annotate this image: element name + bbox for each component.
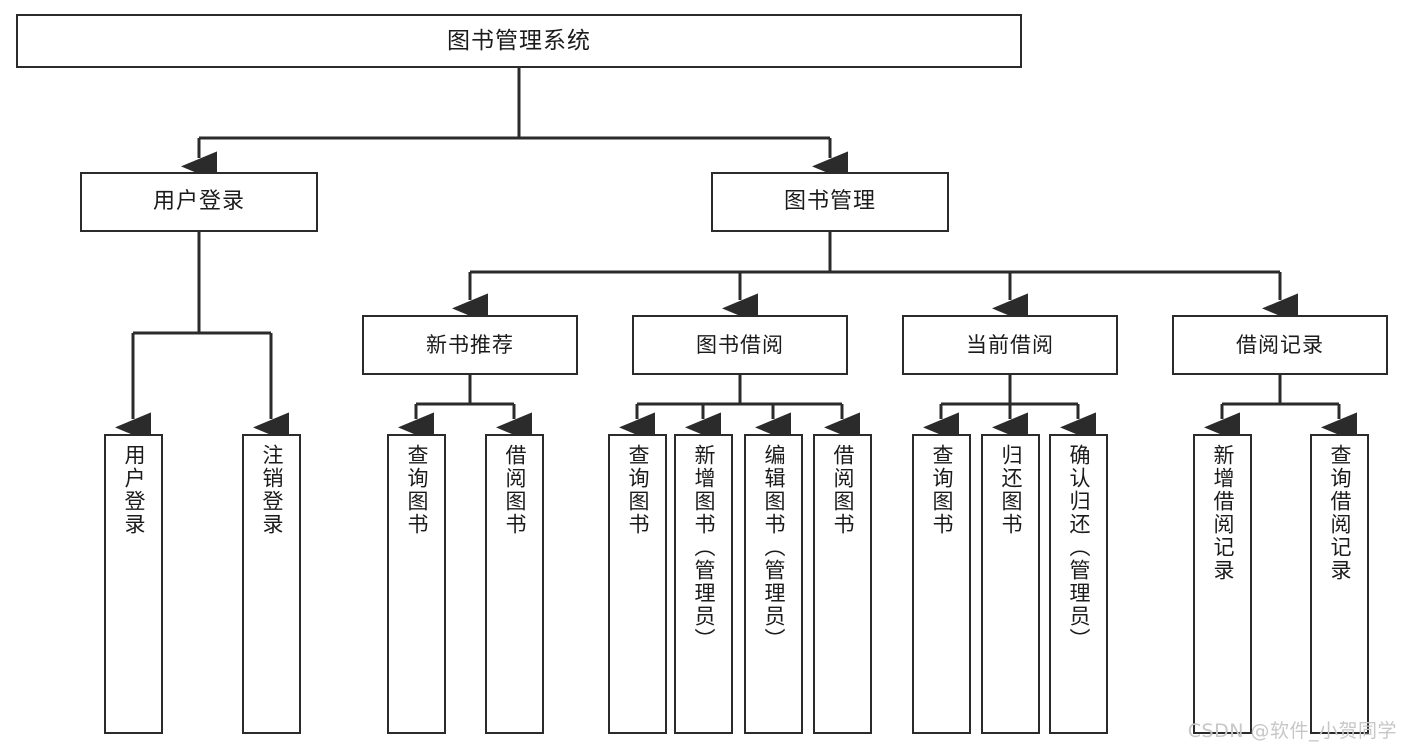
node-root-book-management-system[interactable]: 图书管理系统: [16, 14, 1022, 68]
node-label: 新增图书（管理员）: [692, 444, 716, 651]
node-label: 借阅图书: [503, 444, 527, 536]
node-label: 确认归还（管理员）: [1067, 444, 1091, 651]
leaf-new-book-query-book[interactable]: 查询图书: [387, 434, 446, 734]
node-label: 新书推荐: [426, 332, 514, 357]
leaf-current-borrow-return-book[interactable]: 归还图书: [981, 434, 1040, 734]
node-label: 当前借阅: [966, 332, 1054, 357]
node-current-borrow[interactable]: 当前借阅: [902, 315, 1118, 375]
node-new-book-recommend[interactable]: 新书推荐: [362, 315, 578, 375]
node-label: 查询图书: [405, 444, 429, 536]
leaf-book-borrow-query-book[interactable]: 查询图书: [608, 434, 667, 734]
node-label: 归还图书: [999, 444, 1023, 536]
node-label: 用户登录: [152, 189, 245, 215]
node-label: 用户登录: [122, 444, 146, 536]
node-label: 查询借阅记录: [1328, 444, 1352, 582]
node-label: 新增借阅记录: [1211, 444, 1235, 582]
leaf-user-login-logout[interactable]: 注销登录: [242, 434, 301, 734]
node-label: 图书管理系统: [447, 27, 591, 54]
node-book-management[interactable]: 图书管理: [711, 172, 949, 232]
node-label: 编辑图书（管理员）: [762, 444, 786, 651]
node-label: 图书借阅: [696, 332, 784, 357]
leaf-book-borrow-borrow-book[interactable]: 借阅图书: [813, 434, 872, 734]
leaf-borrow-record-add-record[interactable]: 新增借阅记录: [1193, 434, 1252, 734]
watermark-text: CSDN @软件_小贺同学: [1187, 720, 1397, 742]
leaf-borrow-record-query-record[interactable]: 查询借阅记录: [1310, 434, 1369, 734]
node-label: 查询图书: [626, 444, 650, 536]
node-label: 借阅记录: [1236, 332, 1324, 357]
node-borrow-record[interactable]: 借阅记录: [1172, 315, 1388, 375]
leaf-current-borrow-query-book[interactable]: 查询图书: [912, 434, 971, 734]
node-label: 图书管理: [783, 189, 876, 215]
node-label: 借阅图书: [831, 444, 855, 536]
node-label: 查询图书: [930, 444, 954, 536]
leaf-current-borrow-confirm-return-admin[interactable]: 确认归还（管理员）: [1049, 434, 1108, 734]
leaf-book-borrow-add-book-admin[interactable]: 新增图书（管理员）: [674, 434, 733, 734]
leaf-book-borrow-edit-book-admin[interactable]: 编辑图书（管理员）: [744, 434, 803, 734]
leaf-new-book-borrow-book[interactable]: 借阅图书: [485, 434, 544, 734]
node-user-login[interactable]: 用户登录: [80, 172, 318, 232]
node-book-borrow[interactable]: 图书借阅: [632, 315, 848, 375]
node-label: 注销登录: [260, 444, 284, 536]
leaf-user-login-login[interactable]: 用户登录: [104, 434, 163, 734]
